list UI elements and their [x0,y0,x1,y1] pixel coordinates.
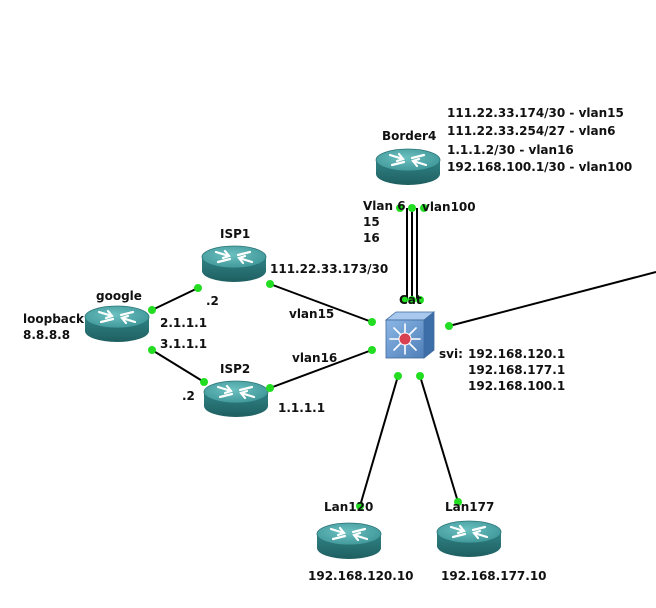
svi-address-2: 192.168.177.1 [468,363,565,377]
router-lan177[interactable] [435,519,503,559]
link-isp2-cat [269,349,373,389]
isp2-suffix: .2 [182,389,195,403]
border4-address-2: 111.22.33.254/27 - vlan6 [447,124,616,138]
svi-address-1: 192.168.120.1 [468,347,565,361]
svi-address-3: 192.168.100.1 [468,379,565,393]
switch-center-icon [398,332,412,346]
label-google: google [96,289,142,303]
links [151,208,656,507]
border4-vlan-right: vlan100 [422,200,476,214]
google-loopback-label: loopback [23,312,85,326]
link-cat-lan177 [419,375,459,503]
google-loopback-ip: 8.8.8.8 [23,328,70,342]
label-lan177: Lan177 [445,500,494,514]
isp1-suffix: .2 [206,294,219,308]
label-cat: Cat [399,293,422,307]
border4-vlan-left-2: 15 [363,215,380,229]
isp1-ip: 111.22.33.173/30 [270,262,388,276]
google-to-isp1-ip: 2.1.1.1 [160,316,207,330]
isp2-ip: 1.1.1.1 [278,401,325,415]
router-google[interactable] [83,304,151,344]
link-google-isp1 [151,287,199,311]
border4-address-1: 111.22.33.174/30 - vlan15 [447,106,624,120]
label-border4: Border4 [382,129,436,143]
link-cat-lan120 [359,375,399,507]
google-to-isp2-ip: 3.1.1.1 [160,337,207,351]
router-border4[interactable] [374,147,442,187]
link-cat-offscreen [448,271,656,327]
svi-label: svi: [439,347,463,361]
vlan16-link-label: vlan16 [292,351,337,365]
link-isp1-cat [269,283,373,323]
border4-address-3: 1.1.1.2/30 - vlan16 [447,143,574,157]
lan177-ip: 192.168.177.10 [441,569,547,583]
port-indicators [148,204,462,510]
label-isp2: ISP2 [220,362,250,376]
lan120-ip: 192.168.120.10 [308,569,414,583]
router-isp1[interactable] [200,244,268,284]
border4-vlan-left-3: 16 [363,231,380,245]
router-lan120[interactable] [315,521,383,561]
border4-vlan-left-1: Vlan 6 [363,199,406,213]
label-isp1: ISP1 [220,227,250,241]
border4-address-4: 192.168.100.1/30 - vlan100 [447,160,632,174]
label-lan120: Lan120 [324,500,373,514]
switch-cat[interactable] [384,311,436,359]
vlan15-link-label: vlan15 [289,307,334,321]
link-google-isp2 [151,349,205,383]
router-isp2[interactable] [202,379,270,419]
